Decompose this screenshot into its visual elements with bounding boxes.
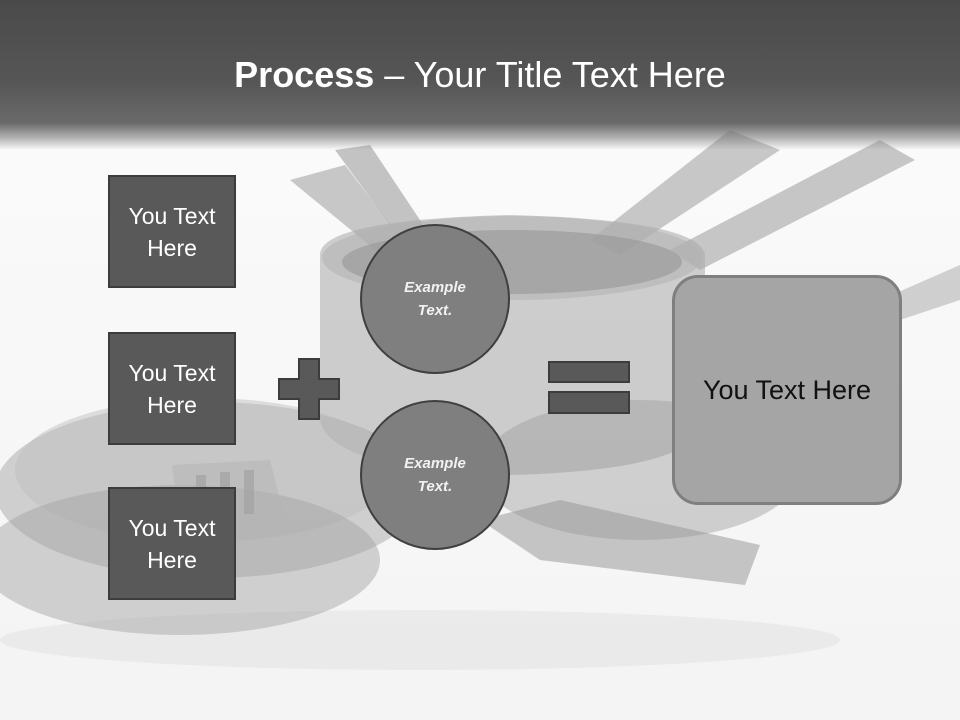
slide-title: Process – Your Title Text Here <box>0 52 960 98</box>
text-box-1-line1: You Text <box>128 202 216 229</box>
text-box-2-line1: You Text <box>128 359 216 386</box>
circle-1-line2: Text. <box>417 302 453 319</box>
text-box-2-line2: Here <box>147 391 197 418</box>
title-rest-text: – Your Title Text Here <box>374 54 726 95</box>
header-bar: Process – Your Title Text Here <box>0 0 960 150</box>
text-box-3-line2: Here <box>147 546 197 573</box>
equals-icon <box>548 361 630 414</box>
result-text: You Text Here <box>702 375 872 405</box>
text-box-1-line2: Here <box>147 234 197 261</box>
circle-2-line2: Text. <box>417 478 453 495</box>
result-box[interactable]: You Text Here <box>672 275 902 505</box>
circle-1-line1: Example <box>404 279 466 296</box>
circle-2-line1: Example <box>404 455 466 472</box>
text-box-3-line1: You Text <box>128 514 216 541</box>
plus-icon <box>278 358 340 420</box>
title-bold-word: Process <box>234 54 375 95</box>
